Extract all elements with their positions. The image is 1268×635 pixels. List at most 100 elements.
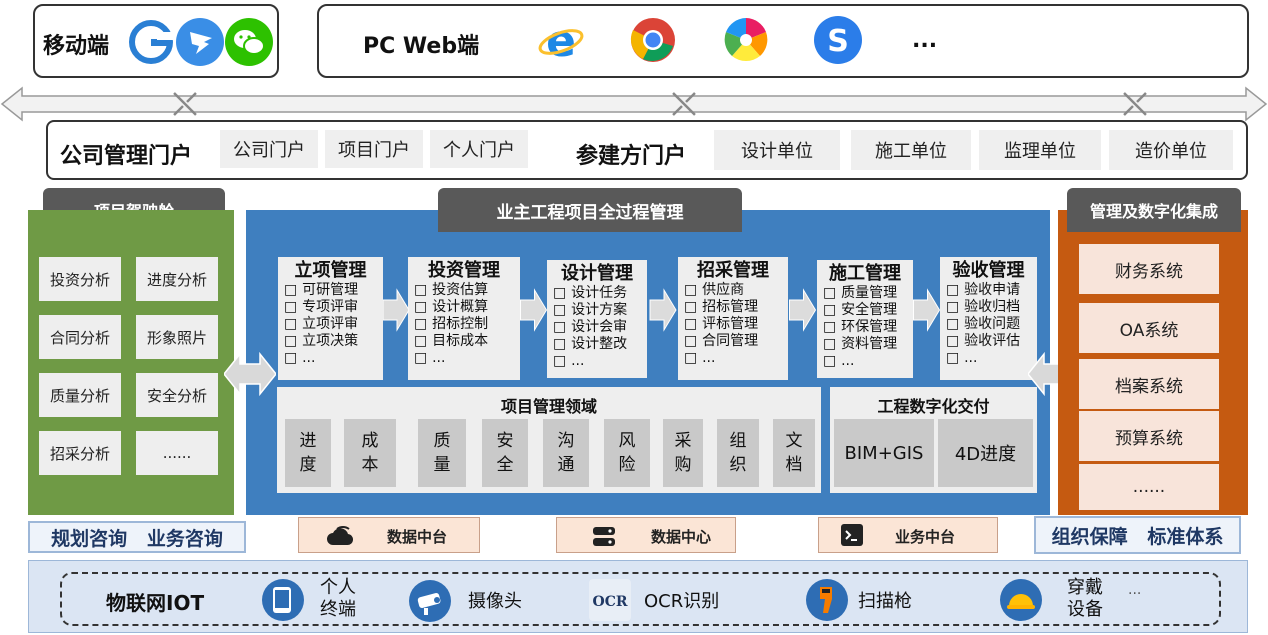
integration-cell[interactable]: 预算系统 xyxy=(1079,411,1219,461)
domain-item[interactable]: 进 度 xyxy=(285,419,331,487)
stage-card-initiation[interactable]: 立项管理 可研管理 专项评审 立项评审 立项决策 ... xyxy=(278,257,383,380)
cockpit-cell[interactable]: 形象照片 xyxy=(136,315,218,359)
domain-item[interactable]: 风 险 xyxy=(604,419,650,487)
business-platform-box[interactable]: 业务中台 xyxy=(818,517,998,553)
integration-cell[interactable]: 档案系统 xyxy=(1079,359,1219,409)
stage-item: 安全管理 xyxy=(823,302,907,319)
domain-item[interactable]: 文 档 xyxy=(773,419,815,487)
ie-icon[interactable]: e xyxy=(537,16,585,64)
svg-text:S: S xyxy=(827,24,849,59)
helmet-icon xyxy=(1000,579,1042,621)
stage-card-design[interactable]: 设计管理 设计任务 设计方案 设计会审 设计整改 ... xyxy=(547,260,647,378)
device-label: 穿戴 设备 xyxy=(1067,577,1103,620)
integration-cell[interactable]: OA系统 xyxy=(1079,303,1219,353)
stage-item: ... xyxy=(414,350,514,367)
flow-arrow-icon xyxy=(520,288,547,332)
domain-item[interactable]: 成 本 xyxy=(344,419,396,487)
link-connector-icon: ⤬ xyxy=(1123,86,1147,122)
portal-tab-construction[interactable]: 施工单位 xyxy=(851,130,971,170)
stage-card-construction[interactable]: 施工管理 质量管理 安全管理 环保管理 资料管理 ... xyxy=(817,260,913,378)
integration-cell[interactable]: 财务系统 xyxy=(1079,244,1219,294)
digital-delivery-panel: 工程数字化交付 BIM+GIS 4D进度 xyxy=(830,387,1037,493)
portal-tab-design[interactable]: 设计单位 xyxy=(714,130,840,170)
domain-item[interactable]: 采 购 xyxy=(663,419,703,487)
stage-item: 供应商 xyxy=(684,282,782,299)
svg-text:OCR: OCR xyxy=(593,594,628,610)
integration-cell[interactable]: ...... xyxy=(1079,464,1219,510)
terminal-icon xyxy=(841,524,863,546)
data-platform-box[interactable]: 数据中台 xyxy=(298,517,480,553)
device-label: 扫描枪 xyxy=(858,591,912,612)
iot-device-frame: 物联网IOT 个人 终端 摄像头 OCR OCR识别 扫描枪 穿戴 设备 ... xyxy=(60,572,1221,626)
delivery-heading: 工程数字化交付 xyxy=(877,397,990,416)
cockpit-panel: 投资分析 进度分析 合同分析 形象照片 质量分析 安全分析 招采分析 .....… xyxy=(28,210,234,515)
portal-tab-company[interactable]: 公司门户 xyxy=(220,130,318,168)
cockpit-cell[interactable]: 合同分析 xyxy=(39,315,121,359)
portal-tab-cost[interactable]: 造价单位 xyxy=(1109,130,1233,170)
stage-item: 设计整改 xyxy=(553,336,641,353)
stage-item: 可研管理 xyxy=(284,282,377,299)
stage-item: 设计会审 xyxy=(553,319,641,336)
portal-tab-personal[interactable]: 个人门户 xyxy=(430,130,528,168)
stage-title: 设计管理 xyxy=(561,263,633,284)
tablet-icon xyxy=(262,579,304,621)
pc-client-box: PC Web端 e S ... xyxy=(317,4,1249,78)
stage-item: 验收评估 xyxy=(946,333,1031,350)
chrome-icon[interactable] xyxy=(629,16,677,64)
domain-item[interactable]: 质 量 xyxy=(418,419,466,487)
stage-title: 验收管理 xyxy=(952,260,1025,281)
stage-title: 立项管理 xyxy=(294,260,367,281)
dingtalk-icon[interactable] xyxy=(176,18,224,66)
stage-item: ... xyxy=(946,350,1031,367)
cockpit-cell[interactable]: 质量分析 xyxy=(39,373,121,417)
stage-item: ... xyxy=(684,350,782,367)
portal-bar: 公司管理门户 公司门户 项目门户 个人门户 参建方门户 设计单位 施工单位 监理… xyxy=(46,120,1248,180)
stage-item: 专项评审 xyxy=(284,299,377,316)
domain-item[interactable]: 组 织 xyxy=(717,419,759,487)
flow-arrow-icon xyxy=(789,288,817,332)
stage-card-procurement[interactable]: 招采管理 供应商 招标管理 评标管理 合同管理 ... xyxy=(678,257,788,380)
portal-tab-project[interactable]: 项目门户 xyxy=(325,130,423,168)
mobile-label: 移动端 xyxy=(43,34,110,59)
scanner-gun-icon xyxy=(806,579,848,621)
iot-title: 物联网IOT xyxy=(106,591,205,615)
link-connector-icon: ⤬ xyxy=(173,86,197,122)
sogou-icon[interactable]: S xyxy=(814,16,862,64)
flow-arrow-icon xyxy=(913,288,940,332)
g-mobile-icon[interactable] xyxy=(127,18,175,66)
main-title: 业主工程项目全过程管理 xyxy=(438,188,742,232)
wechat-icon[interactable] xyxy=(225,18,273,66)
stage-item: 评标管理 xyxy=(684,316,782,333)
stage-title: 投资管理 xyxy=(428,260,500,281)
device-label: OCR识别 xyxy=(644,591,720,612)
cockpit-cell[interactable]: 投资分析 xyxy=(39,257,121,301)
stage-item: 合同管理 xyxy=(684,333,782,350)
stage-title: 施工管理 xyxy=(829,263,901,284)
cloud-icon xyxy=(327,526,353,546)
color-browser-icon[interactable] xyxy=(722,16,770,64)
cockpit-cell[interactable]: ...... xyxy=(136,431,218,475)
stage-card-investment[interactable]: 投资管理 投资估算 设计概算 招标控制 目标成本 ... xyxy=(408,257,520,380)
domain-item[interactable]: 安 全 xyxy=(482,419,528,487)
cockpit-cell[interactable]: 安全分析 xyxy=(136,373,218,417)
data-center-box[interactable]: 数据中心 xyxy=(556,517,736,553)
device-label: 摄像头 xyxy=(468,591,522,612)
domain-item[interactable]: 沟 通 xyxy=(543,419,589,487)
portal-tab-supervision[interactable]: 监理单位 xyxy=(979,130,1101,170)
stage-card-acceptance[interactable]: 验收管理 验收申请 验收归档 验收问题 验收评估 ... xyxy=(940,257,1037,380)
delivery-item[interactable]: BIM+GIS xyxy=(834,419,934,487)
delivery-item[interactable]: 4D进度 xyxy=(938,419,1033,487)
stage-item: 招标控制 xyxy=(414,316,514,333)
camera-icon xyxy=(409,580,451,622)
data-exchange-band xyxy=(0,86,1268,122)
stage-item: 设计方案 xyxy=(553,302,641,319)
stage-item: 验收申请 xyxy=(946,282,1031,299)
management-domain-panel: 项目管理领域 进 度 成 本 质 量 安 全 沟 通 风 险 采 购 组 织 文… xyxy=(277,387,821,493)
cockpit-cell[interactable]: 进度分析 xyxy=(136,257,218,301)
pc-label: PC Web端 xyxy=(363,34,480,59)
device-label: 个人 终端 xyxy=(320,577,356,620)
stage-item: 验收问题 xyxy=(946,316,1031,333)
stage-item: 质量管理 xyxy=(823,285,907,302)
flow-arrow-icon xyxy=(383,288,409,332)
cockpit-cell[interactable]: 招采分析 xyxy=(39,431,121,475)
